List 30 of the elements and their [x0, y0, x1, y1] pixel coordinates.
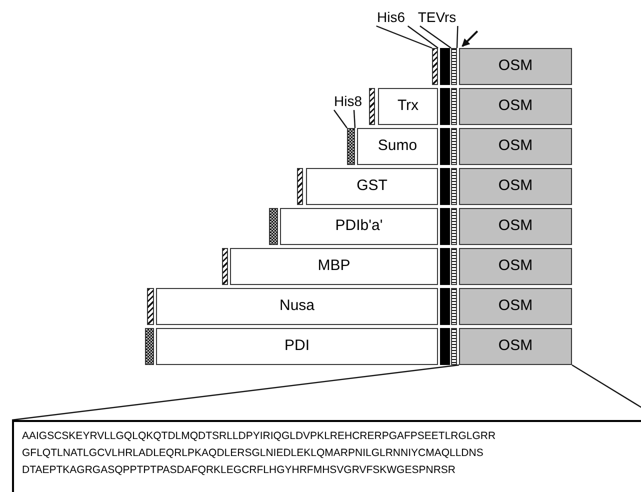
- his-tag-segment: [432, 48, 438, 85]
- cleavage-site-segment: [451, 48, 457, 85]
- protein-segment: OSM: [459, 128, 572, 165]
- fusion-partner-segment: Nusa: [156, 288, 438, 325]
- fusion-partner-segment: Trx: [378, 88, 438, 125]
- leader-line: [334, 110, 348, 128]
- fusion-partner-segment: GST: [306, 168, 438, 205]
- leader-line: [353, 110, 356, 128]
- arrow: [462, 30, 478, 47]
- leader-line: [407, 26, 438, 48]
- protein-segment: OSM: [459, 288, 572, 325]
- fusion-partner-segment: PDIb'a': [280, 208, 438, 245]
- protein-segment: OSM: [459, 328, 572, 365]
- leader-line: [376, 25, 432, 49]
- tag-label: His8: [328, 92, 368, 110]
- protein-segment: OSM: [459, 168, 572, 205]
- zoom-line: [12, 364, 460, 421]
- fusion-partner-segment: PDI: [156, 328, 438, 365]
- protein-segment: OSM: [459, 248, 572, 285]
- leader-line: [456, 26, 458, 48]
- his-tag-segment: [347, 128, 355, 165]
- sequence-box: AAIGSCSKEYRVLLGQLQKQTDLMQDTSRLLDPYIRIQGLDVPKLREHCRERPGAFPSEETLRGLGRR GFLQTLNATLGCVLHRLADLEQRLPKAQDLERSGLNIEDLEKLQMARPNILGLRNNIYCMAQLLDNS DTAEPTKAGRGASQPPTPTPASDAFQRKLEGCRFLHGYHRFMHSVGRVFSKWGESPNRSR: [12, 420, 641, 492]
- tag-label: TEVrs: [414, 8, 460, 26]
- fusion-partner-segment: Sumo: [357, 128, 438, 165]
- fusion-partner-segment: MBP: [230, 248, 438, 285]
- protein-segment: OSM: [459, 208, 572, 245]
- tag-label: His6: [370, 8, 412, 26]
- protein-segment: OSM: [459, 48, 572, 85]
- leader-line: [420, 26, 452, 48]
- protein-segment: OSM: [459, 88, 572, 125]
